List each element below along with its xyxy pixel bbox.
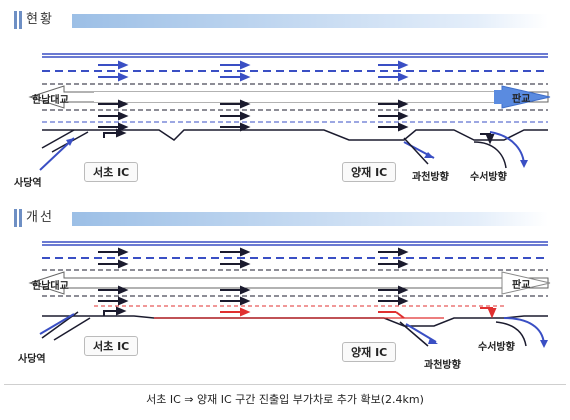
- header-marker: [14, 11, 17, 29]
- onramp-flow-arrow: [39, 313, 75, 335]
- header-gradient-bar: [72, 212, 548, 226]
- lane-arrows-dark: [98, 259, 409, 316]
- offramp-edge: [473, 141, 507, 169]
- improved-panel: 개선: [4, 200, 566, 372]
- onramp-left: [41, 129, 75, 149]
- header-marker: [14, 209, 17, 227]
- east-direction-band: [94, 86, 550, 108]
- current-section-title: 현황: [26, 12, 54, 27]
- lane-arrows-top: [98, 247, 409, 257]
- left-station-label: 사당역: [18, 354, 46, 365]
- header-gradient-bar: [72, 14, 548, 28]
- west-direction-arrow: [28, 271, 549, 295]
- ic-left-label: 서초 IC: [84, 162, 139, 182]
- caption-frame: 서초 IC ⇒ 양재 IC 구간 진출입 부가차로 추가 확보(2.4km): [4, 384, 566, 415]
- ic-left-label: 서초 IC: [84, 336, 139, 356]
- lane-arrows-dark: [98, 99, 495, 145]
- exit-a-label: 과천방향: [424, 360, 461, 371]
- exit-b-label: 수서방향: [478, 342, 515, 353]
- improved-section-title: 개선: [26, 210, 54, 225]
- east-direction-arrow-tail: [494, 90, 504, 104]
- figure-caption: 서초 IC ⇒ 양재 IC 구간 진출입 부가차로 추가 확보(2.4km): [146, 393, 424, 406]
- current-panel: 현황: [4, 2, 566, 194]
- offramp-edge: [495, 321, 527, 347]
- improved-road-diagram: [28, 241, 551, 348]
- exit-b-label: 수서방향: [470, 172, 507, 183]
- lane-arrows-blue: [98, 60, 409, 82]
- road-bottom-edge: [42, 315, 548, 327]
- improved-section-header: 개선: [14, 209, 548, 227]
- ic-right-label: 양재 IC: [342, 342, 397, 362]
- onramp-left: [53, 317, 91, 341]
- current-road-diagram: [28, 53, 551, 171]
- east-sign: 판교: [512, 94, 531, 105]
- road-bottom-edge: [42, 129, 548, 141]
- exit-a-label: 과천방향: [412, 172, 449, 183]
- header-marker: [19, 11, 22, 29]
- west-sign: 한남대교: [32, 281, 69, 292]
- east-sign: 판교: [512, 280, 531, 291]
- header-marker: [19, 209, 22, 227]
- east-direction-arrow-head: [501, 271, 551, 295]
- current-section-header: 현황: [14, 11, 548, 29]
- offramp-edge: [403, 137, 429, 165]
- offramp-edge: [399, 321, 429, 347]
- left-station-label: 사당역: [14, 178, 42, 189]
- ic-right-label: 양재 IC: [342, 162, 397, 182]
- west-sign: 한남대교: [32, 95, 69, 106]
- added-lane-arrows: [220, 307, 497, 319]
